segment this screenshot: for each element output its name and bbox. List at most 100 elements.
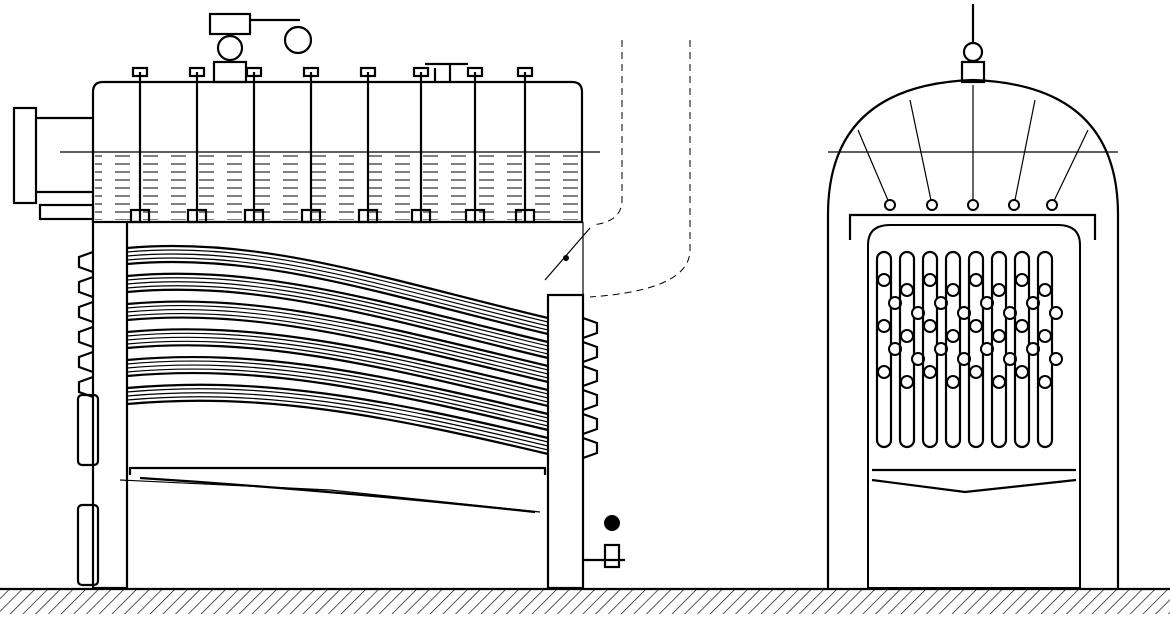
tube-end	[1015, 319, 1029, 333]
tube-end	[946, 283, 960, 297]
water-tube	[126, 277, 549, 347]
valve-top	[208, 12, 252, 36]
stay-nut	[412, 66, 430, 78]
tube-end	[969, 365, 983, 379]
water-tube	[126, 308, 549, 375]
stay-head	[926, 199, 938, 211]
water-tube	[126, 340, 549, 403]
counterweight	[283, 25, 313, 55]
water-tube	[126, 304, 549, 371]
rear-brick-wall	[546, 293, 585, 590]
gauge-glass	[12, 106, 38, 205]
header-cap	[582, 316, 599, 340]
tube-end	[992, 329, 1006, 343]
water-tube	[126, 285, 549, 355]
water-tube	[126, 316, 549, 384]
feed-pipe	[38, 203, 95, 221]
water-tube	[126, 392, 549, 447]
tube-end	[1049, 352, 1063, 366]
header-cap	[77, 250, 94, 274]
header-cap	[582, 364, 599, 388]
stay-nut	[243, 208, 265, 224]
stay-nut	[186, 208, 208, 224]
tube-end	[1015, 273, 1029, 287]
water-tube	[126, 281, 549, 351]
water-tube	[126, 364, 549, 423]
steam-outlet	[425, 62, 468, 82]
water-tube	[126, 328, 549, 392]
cross-stay	[1013, 99, 1036, 206]
header-cap	[582, 388, 599, 412]
hanging-tube	[898, 250, 916, 449]
header-cap	[77, 325, 94, 349]
hanging-tube	[944, 250, 962, 449]
tube-end	[877, 319, 891, 333]
tube-end	[900, 283, 914, 297]
water-tube	[126, 300, 549, 368]
water-tubes	[126, 244, 549, 456]
stay-nut	[410, 208, 432, 224]
stay-nut	[357, 208, 379, 224]
tube-end	[900, 329, 914, 343]
tube-end	[946, 329, 960, 343]
valve-body	[212, 60, 248, 84]
cross-section	[826, 4, 1120, 589]
header-cap	[582, 340, 599, 364]
tube-end	[1038, 329, 1052, 343]
cross-stay	[1051, 129, 1089, 206]
flue-dashed-outer	[589, 40, 691, 298]
stay-nut	[464, 208, 486, 224]
stay-nut	[300, 208, 322, 224]
water-tube	[126, 332, 549, 395]
water-tube	[126, 356, 549, 416]
blowoff-valve	[583, 515, 625, 569]
blowoff-body	[603, 543, 621, 569]
top-valve-bonnet	[962, 41, 984, 63]
stay-nut	[514, 208, 536, 224]
tube-end	[1015, 365, 1029, 379]
stay-nut	[516, 66, 534, 78]
ash-door	[76, 503, 100, 587]
ground	[0, 587, 1170, 614]
hanging-tube	[990, 250, 1008, 449]
damper-pivot	[563, 255, 569, 261]
bridge-wall	[119, 479, 541, 513]
stay-head	[884, 199, 896, 211]
header-cap	[77, 275, 94, 299]
cross-grate	[871, 468, 1077, 494]
hanging-tubes	[875, 250, 1063, 449]
water-tube	[126, 288, 549, 360]
tube-end	[877, 273, 891, 287]
stay-nut	[302, 66, 320, 78]
water-tube	[126, 336, 549, 399]
tube-end	[969, 319, 983, 333]
tube-end	[877, 365, 891, 379]
tube-end	[923, 365, 937, 379]
water-tube	[126, 383, 549, 440]
header-cap	[582, 436, 599, 460]
ground-hatching	[0, 590, 1170, 614]
fire-door	[76, 393, 100, 467]
blowoff-handwheel	[604, 515, 620, 531]
tube-end	[992, 375, 1006, 389]
stay-nut	[129, 208, 151, 224]
water-tube	[126, 272, 549, 344]
rear-header-caps	[582, 316, 599, 460]
tube-end	[969, 273, 983, 287]
tube-end	[1049, 306, 1063, 320]
stay-nut	[466, 66, 484, 78]
stay-rods	[129, 66, 536, 224]
header-cap	[77, 300, 94, 324]
stay-nut	[131, 66, 149, 78]
cross-stay	[909, 99, 933, 206]
stay-head	[967, 199, 979, 211]
water-tube	[126, 396, 549, 451]
water-tube	[126, 388, 549, 443]
water-tube	[126, 360, 549, 419]
water-tube	[126, 344, 549, 408]
drum-shell-cross	[826, 78, 1120, 588]
tube-end	[946, 375, 960, 389]
cross-stays	[857, 85, 1089, 211]
damper	[544, 227, 591, 281]
top-valve-cross	[960, 4, 986, 84]
